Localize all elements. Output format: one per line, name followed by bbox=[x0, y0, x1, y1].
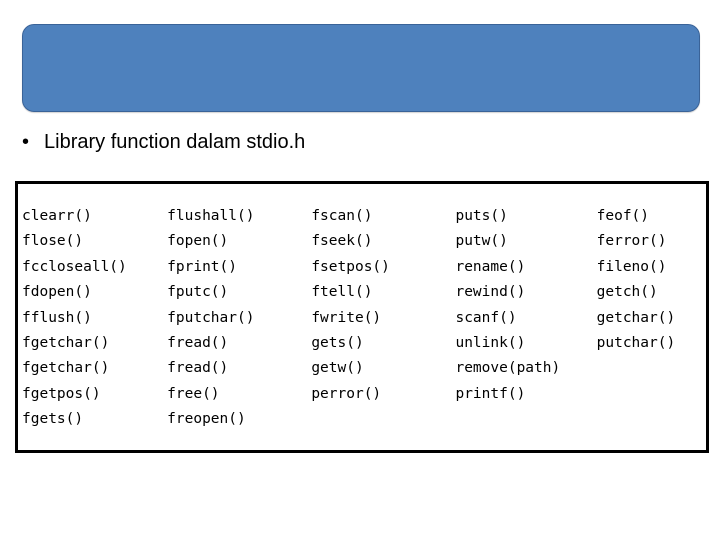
function-name: clearr() bbox=[22, 208, 92, 224]
function-name: fileno() bbox=[596, 258, 667, 275]
title-banner bbox=[22, 24, 700, 112]
function-name: fread() bbox=[167, 334, 229, 351]
function-name: fsetpos() bbox=[311, 258, 390, 275]
function-name: fccloseall() bbox=[22, 258, 127, 275]
function-name: rename() bbox=[455, 258, 526, 275]
function-name: fputc() bbox=[167, 284, 229, 301]
function-table-columns: clearr() flose() fccloseall() fdopen() fflus… bbox=[22, 204, 706, 433]
function-name: fwrite() bbox=[311, 309, 382, 326]
function-name: putw() bbox=[455, 233, 508, 250]
function-name: fputchar() bbox=[167, 309, 255, 326]
function-name: fprint() bbox=[167, 258, 237, 275]
bullet-marker-icon: • bbox=[22, 131, 30, 153]
function-name: fopen() bbox=[167, 233, 229, 250]
function-name: fgets() bbox=[22, 411, 84, 428]
function-name: putchar() bbox=[596, 334, 676, 351]
function-name: getch() bbox=[596, 284, 658, 301]
function-name: puts() bbox=[455, 208, 508, 224]
function-name: ferror() bbox=[596, 233, 667, 250]
function-name: fgetchar() bbox=[22, 360, 110, 377]
function-name: getchar() bbox=[596, 309, 676, 326]
bullet-line: • Library function dalam stdio.h bbox=[22, 128, 682, 156]
function-name: unlink() bbox=[455, 334, 526, 351]
function-name: fgetpos() bbox=[22, 385, 101, 402]
function-name: scanf() bbox=[455, 309, 517, 326]
function-name: fflush() bbox=[22, 309, 92, 326]
function-name: getw() bbox=[311, 360, 364, 377]
function-name: feof() bbox=[596, 208, 650, 224]
function-name: gets() bbox=[311, 334, 364, 351]
function-column-4: puts() putw() rename() rewind() scanf() unlin… bbox=[455, 204, 596, 433]
function-column-5: feof() ferror() fileno() getch() getchar() pu… bbox=[597, 204, 706, 433]
function-column-3: fscan() fseek() fsetpos() ftell() fwrite() ge… bbox=[311, 204, 455, 433]
function-name: perror() bbox=[311, 385, 382, 402]
function-name: remove(path) bbox=[455, 360, 561, 377]
function-name: fdopen() bbox=[22, 284, 92, 301]
function-column-2: flushall() fopen() fprint() fputc() fputchar… bbox=[167, 204, 311, 433]
function-table-box: clearr() flose() fccloseall() fdopen() fflus… bbox=[15, 181, 709, 453]
function-name: printf() bbox=[455, 385, 526, 402]
function-name: rewind() bbox=[455, 284, 526, 301]
function-name: fseek() bbox=[311, 233, 373, 250]
bullet-text: Library function dalam stdio.h bbox=[44, 131, 306, 153]
function-name: fgetchar() bbox=[22, 334, 110, 351]
function-name: freopen() bbox=[167, 411, 246, 428]
function-column-1: clearr() flose() fccloseall() fdopen() fflus… bbox=[22, 204, 167, 433]
function-name: fscan() bbox=[311, 208, 373, 224]
function-name: ftell() bbox=[311, 284, 373, 301]
function-name: fread() bbox=[167, 360, 229, 377]
function-name: free() bbox=[167, 385, 220, 402]
function-name: flose() bbox=[22, 233, 84, 250]
function-name: flushall() bbox=[167, 208, 255, 224]
